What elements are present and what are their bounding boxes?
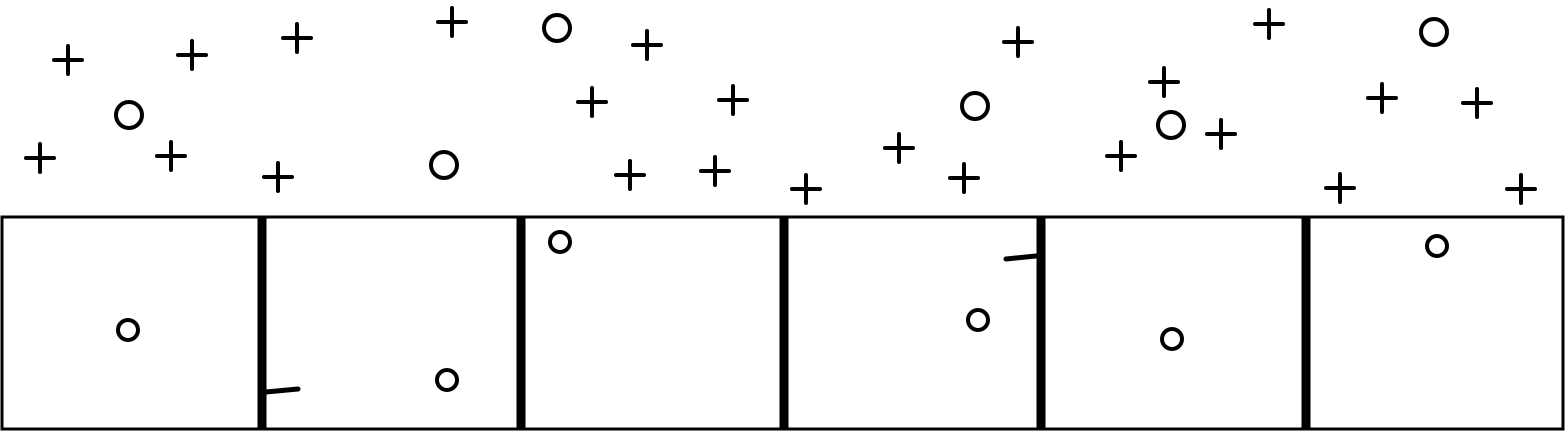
- plus-icon: [281, 22, 313, 54]
- plus-icon: [699, 155, 731, 187]
- circle-icon: [960, 91, 990, 121]
- plus-icon: [52, 44, 84, 76]
- plus-icon: [24, 142, 56, 174]
- plus-icon: [1148, 66, 1180, 98]
- panel-strip: [0, 215, 1565, 431]
- plus-icon: [1002, 26, 1034, 58]
- small-circle-icon: [1425, 234, 1449, 258]
- plus-icon: [883, 132, 915, 164]
- plus-icon: [1461, 87, 1493, 119]
- plus-icon: [1205, 118, 1237, 150]
- small-circle-icon: [116, 318, 140, 342]
- top-symbol-field: [24, 6, 1537, 205]
- plus-icon: [717, 84, 749, 116]
- plus-icon: [631, 29, 663, 61]
- circle-icon: [429, 150, 459, 180]
- plus-icon: [1324, 172, 1356, 204]
- circle-icon: [1419, 17, 1449, 47]
- plus-icon: [176, 39, 208, 71]
- circle-icon: [542, 13, 572, 43]
- plus-icon: [262, 161, 294, 193]
- circle-icon: [1156, 110, 1186, 140]
- plus-icon: [155, 140, 187, 172]
- small-circle-icon: [435, 368, 459, 392]
- plus-icon: [1505, 173, 1537, 205]
- plus-icon: [614, 159, 646, 191]
- small-circle-icon: [966, 308, 990, 332]
- plus-icon: [948, 162, 980, 194]
- circle-icon: [114, 100, 144, 130]
- plus-icon: [1105, 140, 1137, 172]
- plus-icon: [1253, 8, 1285, 40]
- small-circle-icon: [1160, 327, 1184, 351]
- plus-icon: [576, 86, 608, 118]
- tick-mark-icon: [1003, 253, 1039, 262]
- tick-mark-icon: [263, 386, 301, 395]
- plus-icon: [1366, 82, 1398, 114]
- plus-icon: [436, 6, 468, 38]
- small-circle-icon: [548, 230, 572, 254]
- plus-icon: [790, 173, 822, 205]
